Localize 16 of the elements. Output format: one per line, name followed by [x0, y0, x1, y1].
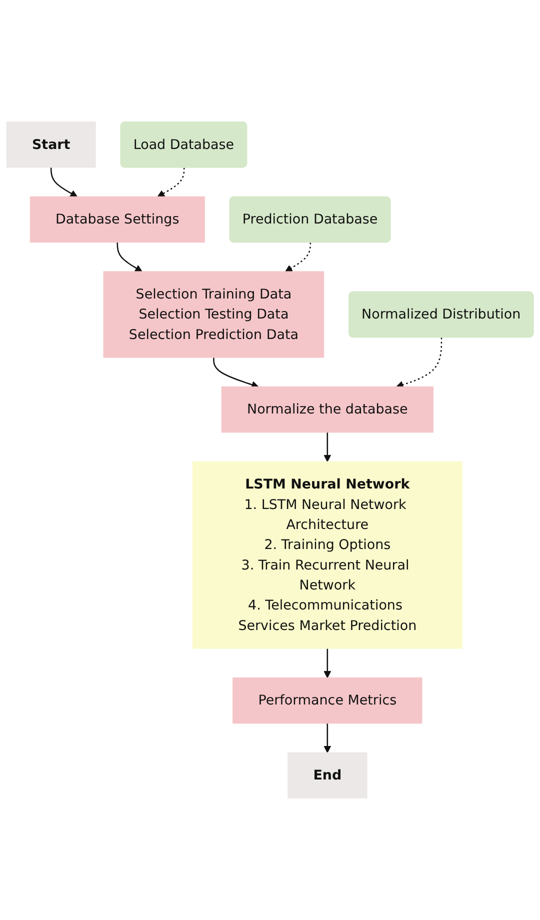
arrow	[213, 357, 259, 388]
node-box: Selection Training Data Selection Testing Data Selection Prediction Data	[103, 271, 324, 358]
node-box: Performance Metrics	[232, 677, 422, 724]
arrow	[396, 338, 442, 388]
node-box: End	[288, 752, 368, 799]
node-box: Start	[6, 121, 96, 168]
arrow	[324, 648, 332, 678]
arrow	[324, 723, 332, 754]
arrow	[285, 242, 312, 272]
node-box: Database Settings	[30, 196, 205, 243]
arrow	[50, 167, 78, 198]
node-box: Normalize the database	[221, 386, 434, 433]
arrow	[157, 168, 185, 198]
node-box: LSTM Neural Network 1. LSTM Neural Network Architecture 2. Training Options 3. Train Recurrent Neural Network 4. Telecommunications Services Market Prediction	[192, 461, 462, 649]
arrow	[116, 242, 142, 272]
arrow	[324, 432, 332, 462]
